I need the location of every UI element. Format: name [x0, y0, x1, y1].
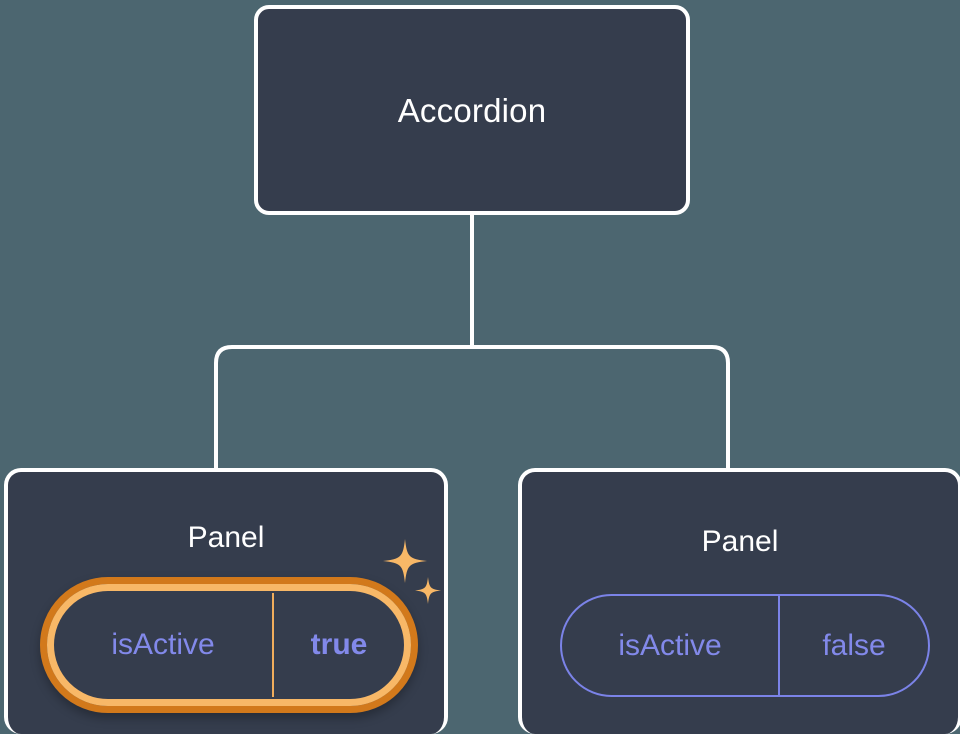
- prop-key-isactive: isActive: [618, 628, 722, 662]
- edge-branch-bar: [214, 345, 730, 468]
- node-panel-right-label: Panel: [701, 525, 779, 558]
- prop-pill-isactive-false[interactable]: isActive false: [560, 594, 930, 697]
- pill-divider: [272, 593, 274, 697]
- pill-highlight-ring-inner: [47, 584, 411, 706]
- prop-value-true: true: [310, 628, 368, 661]
- prop-key-isactive: isActive: [111, 628, 215, 661]
- node-accordion[interactable]: Accordion: [254, 5, 690, 215]
- node-accordion-label: Accordion: [397, 91, 547, 129]
- node-panel-left-label: Panel: [187, 521, 265, 554]
- pill-divider: [778, 596, 780, 695]
- prop-value-false: false: [822, 628, 886, 662]
- node-panel-right[interactable]: Panel isActive false: [518, 468, 960, 734]
- prop-pill-isactive-true[interactable]: isActive true: [40, 577, 418, 713]
- pill-highlight-ring-outer: [40, 577, 418, 713]
- pill-highlight-content: isActive true: [54, 591, 404, 699]
- node-panel-left[interactable]: Panel isActive true: [4, 468, 448, 734]
